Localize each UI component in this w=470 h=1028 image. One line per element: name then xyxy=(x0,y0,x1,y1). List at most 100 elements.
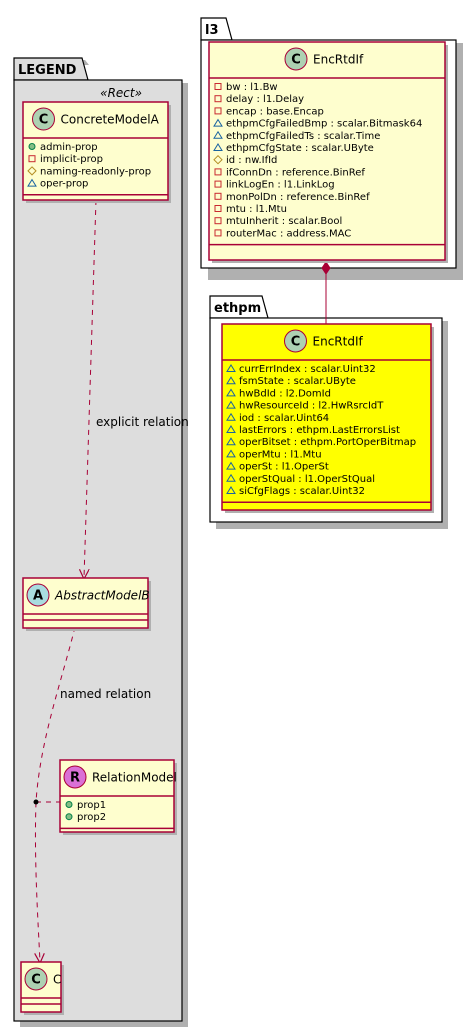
class-box xyxy=(221,323,432,511)
package-visibility-icon xyxy=(226,449,236,458)
association-point xyxy=(33,799,39,805)
class-name: RelationModel xyxy=(92,771,177,785)
class-attribute: mtuInherit : scalar.Bool xyxy=(214,216,342,227)
private-visibility-icon xyxy=(214,180,222,188)
class-kind-icon xyxy=(284,329,307,353)
class-attribute: operMtu : l1.Mtu xyxy=(226,449,322,460)
class-attribute: prop1 xyxy=(65,800,106,811)
class-attribute: prop2 xyxy=(65,812,106,823)
class-kind-icon xyxy=(32,107,55,131)
class-kind-letter: C xyxy=(291,53,301,68)
relation-explicit: explicit relation xyxy=(84,199,189,578)
named-relation-label: named relation xyxy=(60,687,151,701)
attribute-text: oper-prop xyxy=(40,179,88,190)
class-attribute: monPolDn : reference.BinRef xyxy=(214,192,370,203)
attribute-text: prop1 xyxy=(77,800,106,811)
class-attribute: operStQual : l1.OperStQual xyxy=(226,473,375,485)
package-visibility-icon xyxy=(213,118,223,127)
class-kind-icon xyxy=(284,47,308,71)
class-attribute: operBitset : ethpm.PortOperBitmap xyxy=(226,437,416,448)
class-attribute: fsmState : scalar.UByte xyxy=(226,376,356,387)
class-name: EncRtdIf xyxy=(313,53,364,67)
class-attribute: hwResourceId : l2.HwRsrcIdT xyxy=(226,400,384,412)
attribute-text: ethpmCfgFailedBmp : scalar.Bitmask64 xyxy=(226,119,422,130)
package-visibility-icon xyxy=(213,130,223,139)
package-visibility-icon xyxy=(226,400,236,409)
attribute-text: routerMac : address.MAC xyxy=(226,228,351,239)
legend-stereotype: «Rect» xyxy=(100,86,142,100)
attribute-text: bw : l1.Bw xyxy=(226,82,278,93)
class-attribute: ethpmCfgFailedTs : scalar.Time xyxy=(213,130,380,142)
attribute-text: operMtu : l1.Mtu xyxy=(239,449,322,460)
attribute-text: admin-prop xyxy=(40,142,98,153)
l3-package-title: l3 xyxy=(205,23,219,38)
attribute-text: delay : l1.Delay xyxy=(226,94,304,105)
class-attribute: ethpmCfgState : scalar.UByte xyxy=(213,143,374,154)
attribute-text: naming-readonly-prop xyxy=(40,166,151,177)
class-kind-icon xyxy=(63,765,87,789)
class-attribute: siCfgFlags : scalar.Uint32 xyxy=(226,486,365,497)
legend-package-title: LEGEND xyxy=(18,63,77,78)
package-visibility-icon xyxy=(27,178,37,187)
private-visibility-icon xyxy=(214,168,222,176)
explicit-relation-label: explicit relation xyxy=(96,415,189,429)
attribute-text: fsmState : scalar.UByte xyxy=(239,376,356,387)
attribute-text: mtuInherit : scalar.Bool xyxy=(226,216,342,227)
attribute-text: implicit-prop xyxy=(40,154,103,165)
class-attribute: hwBdId : l2.DomId xyxy=(226,388,331,399)
public-visibility-icon xyxy=(28,143,36,150)
class-kind-letter: A xyxy=(33,589,43,604)
attribute-text: currErrIndex : scalar.Uint32 xyxy=(239,364,376,375)
class-attribute: currErrIndex : scalar.Uint32 xyxy=(226,364,376,375)
attribute-text: ifConnDn : reference.BinRef xyxy=(226,167,365,178)
class-kind-icon xyxy=(26,583,50,607)
private-visibility-icon xyxy=(214,229,222,237)
named-relation-line xyxy=(35,626,76,962)
package-visibility-icon xyxy=(213,143,223,151)
protected-visibility-icon xyxy=(213,154,223,165)
package-visibility-icon xyxy=(226,364,236,372)
private-visibility-icon xyxy=(214,217,222,225)
class-name: ConcreteModelA xyxy=(61,113,160,127)
attribute-text: ethpmCfgFailedTs : scalar.Time xyxy=(226,131,380,142)
package-visibility-icon xyxy=(226,486,236,494)
class-kind-letter: C xyxy=(39,113,49,128)
attribute-text: hwBdId : l2.DomId xyxy=(239,388,331,399)
class-attribute: lastErrors : ethpm.LastErrorsList xyxy=(226,425,400,436)
attribute-text: iod : scalar.Uint64 xyxy=(239,413,329,424)
attribute-text: prop2 xyxy=(77,812,106,823)
attribute-text: id : nw.IfId xyxy=(226,155,277,166)
attribute-text: operBitset : ethpm.PortOperBitmap xyxy=(239,437,416,448)
private-visibility-icon xyxy=(214,83,222,90)
attribute-text: linkLogEn : l1.LinkLog xyxy=(226,180,335,191)
package-visibility-icon xyxy=(226,461,236,470)
legend-package-body xyxy=(13,79,183,1022)
attribute-text: monPolDn : reference.BinRef xyxy=(226,192,370,203)
package-visibility-icon xyxy=(226,412,236,421)
package-visibility-icon xyxy=(226,473,236,482)
class-attribute: implicit-prop xyxy=(28,154,103,165)
composition-relation xyxy=(321,261,331,326)
class-ethpm-enc-rtd-if: C EncRtdIf currErrIndex : scalar.Uint32fsm… xyxy=(221,323,434,513)
protected-visibility-icon xyxy=(27,166,37,176)
class-kind-letter: C xyxy=(291,335,301,350)
class-attribute: routerMac : address.MAC xyxy=(214,228,351,239)
class-attribute: bw : l1.Bw xyxy=(214,82,278,93)
attribute-text: hwResourceId : l2.HwRsrcIdT xyxy=(239,401,384,412)
private-visibility-icon xyxy=(214,205,222,212)
private-visibility-icon xyxy=(214,107,222,115)
attribute-text: lastErrors : ethpm.LastErrorsList xyxy=(239,425,400,436)
private-visibility-icon xyxy=(28,155,36,163)
class-attribute: id : nw.IfId xyxy=(213,154,277,166)
class-attribute: linkLogEn : l1.LinkLog xyxy=(214,180,335,191)
class-attribute: ifConnDn : reference.BinRef xyxy=(214,167,365,178)
class-name: EncRtdIf xyxy=(313,335,364,349)
class-attribute: iod : scalar.Uint64 xyxy=(226,412,329,424)
attribute-text: ethpmCfgState : scalar.UByte xyxy=(226,143,374,154)
ethpm-package-title: ethpm xyxy=(214,301,261,316)
package-visibility-icon xyxy=(226,388,236,397)
